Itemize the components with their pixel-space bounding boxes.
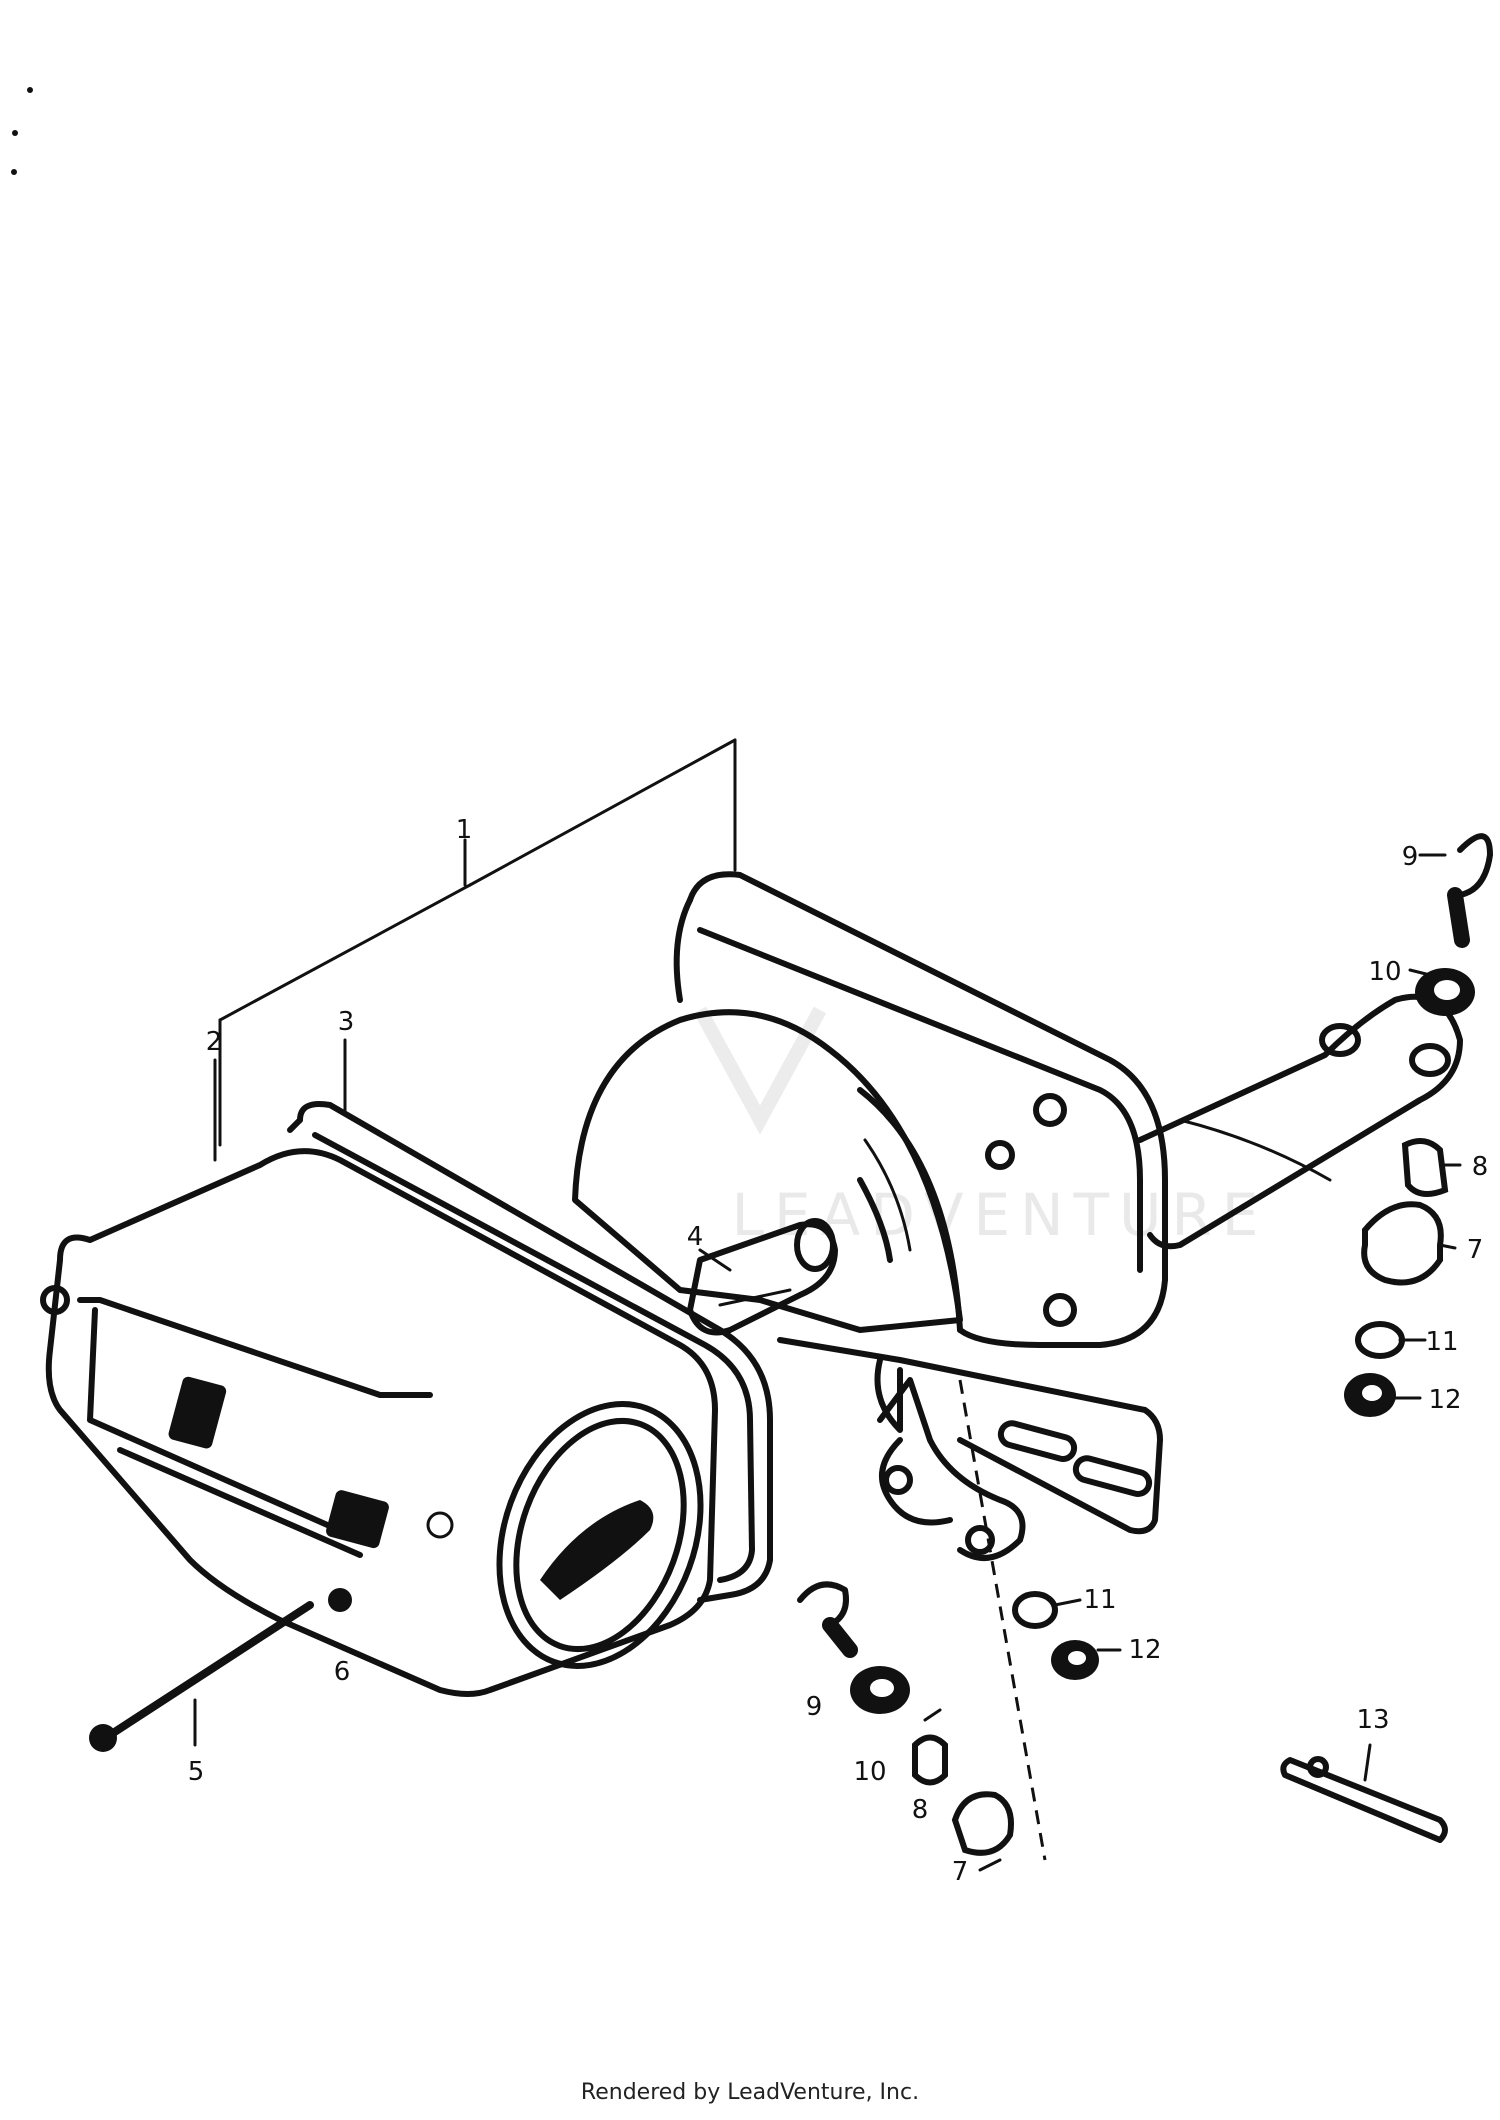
mounting-bracket [1137, 993, 1463, 1250]
callout-9-right: 9 [1402, 842, 1419, 872]
bulb-socket [687, 1218, 838, 1336]
lens-gasket [287, 1101, 773, 1603]
washer-11-lower [1012, 1591, 1058, 1629]
callout-4: 4 [687, 1222, 704, 1252]
callout-3: 3 [338, 1007, 355, 1037]
callout-2: 2 [206, 1027, 223, 1057]
callout-7-right: 7 [1467, 1235, 1484, 1265]
callouts: 1 2 3 4 5 6 7 7 8 8 9 9 10 10 11 11 12 1… [188, 815, 1489, 1887]
callout-12-right: 12 [1428, 1385, 1461, 1415]
callout-leaders [193, 853, 1462, 1872]
dashed-axis [958, 1379, 1047, 1861]
callout-6: 6 [334, 1657, 351, 1687]
nut-12-right [1344, 1373, 1396, 1417]
watermark: LEADVENTURE [693, 1006, 1269, 1249]
collar-8-right [1401, 1138, 1449, 1197]
render-credit: Rendered by LeadVenture, Inc. [580, 2080, 920, 2105]
tag-13 [1280, 1756, 1448, 1843]
washer-10-lower [850, 1666, 910, 1714]
grommet-7-right [1361, 1201, 1444, 1286]
watermark-text: LEADVENTURE [732, 1181, 1269, 1249]
reflector [572, 1009, 963, 1333]
lens-screw [89, 1601, 314, 1752]
callout-7-lower: 7 [952, 1857, 969, 1887]
lens-housing [40, 1148, 718, 1697]
callout-13: 13 [1356, 1705, 1389, 1735]
callout-11-lower: 11 [1083, 1585, 1116, 1615]
washer-11-right [1355, 1321, 1405, 1359]
grommet-7-lower [951, 1791, 1014, 1856]
nut-12-lower [1051, 1640, 1099, 1680]
callout-8-lower: 8 [912, 1795, 929, 1825]
callout-1: 1 [456, 815, 473, 845]
callout-10-lower: 10 [853, 1757, 886, 1787]
bolt-9-lower [797, 1581, 858, 1658]
bolt-9-right [1447, 833, 1493, 948]
collar-8-lower [912, 1734, 948, 1786]
plate-bracket [777, 1337, 1163, 1561]
callout-8-right: 8 [1472, 1152, 1489, 1182]
callout-5: 5 [188, 1757, 205, 1787]
group-bracket-1 [218, 738, 737, 1147]
housing-back-rim [673, 871, 1168, 1348]
callout-12-lower: 12 [1128, 1635, 1161, 1665]
callout-10-right: 10 [1368, 957, 1401, 987]
washer-10-right [1415, 968, 1475, 1016]
callout-9-lower: 9 [806, 1692, 823, 1722]
callout-11-right: 11 [1425, 1327, 1458, 1357]
scan-specks [11, 87, 33, 175]
